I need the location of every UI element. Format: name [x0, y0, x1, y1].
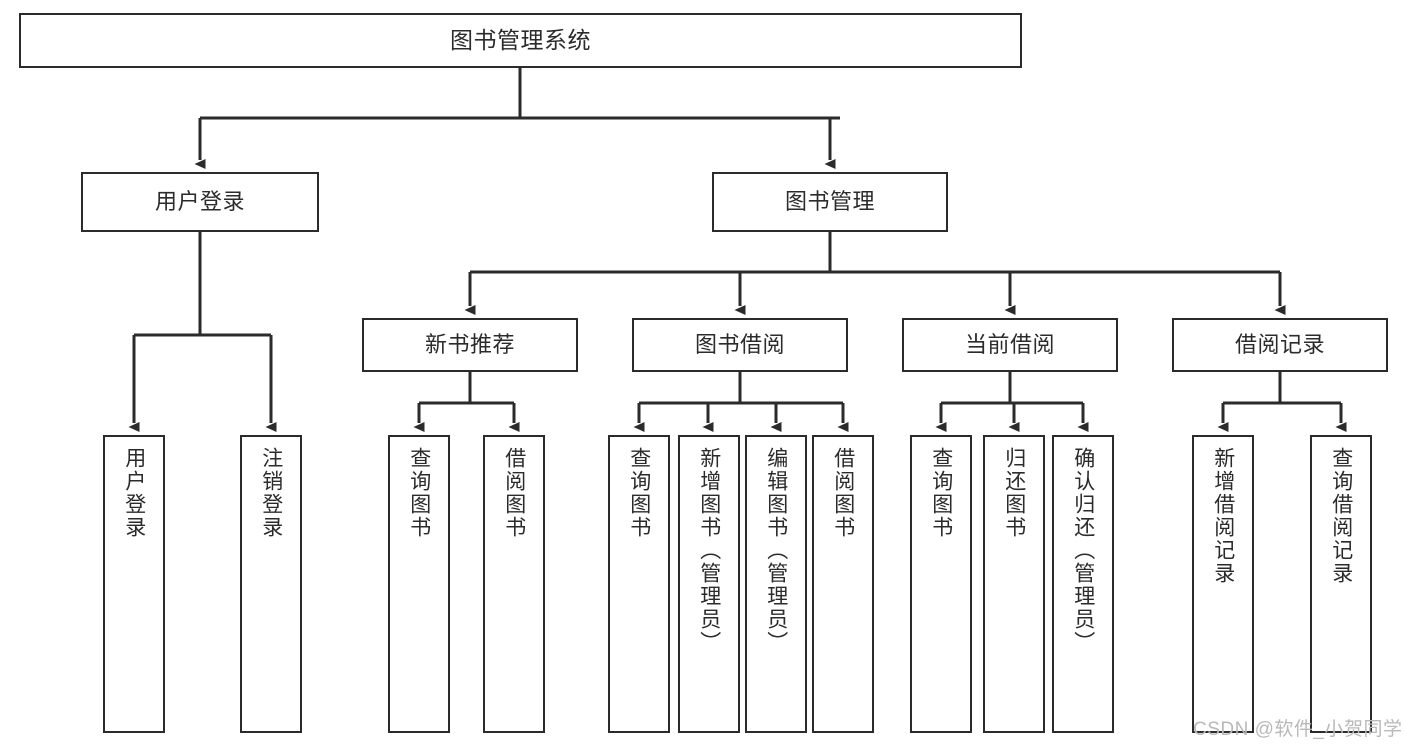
node-leaf-user-login[interactable]: 用户登录	[103, 435, 165, 733]
node-leaf-add-record[interactable]: 新增借阅记录	[1192, 435, 1254, 733]
node-leaf-borrow-book-1[interactable]: 借阅图书	[483, 435, 545, 733]
node-leaf-logout[interactable]: 注销登录	[240, 435, 302, 733]
node-new-book-rec-label: 新书推荐	[424, 332, 515, 358]
node-leaf-borrow-book-1-label: 借阅图书	[502, 447, 526, 539]
node-leaf-borrow-book-2-label: 借阅图书	[831, 447, 855, 539]
node-borrow-record[interactable]: 借阅记录	[1172, 318, 1388, 372]
node-leaf-edit-book-label: 编辑图书（管理员）	[764, 447, 788, 654]
node-leaf-edit-book[interactable]: 编辑图书（管理员）	[745, 435, 807, 733]
node-leaf-query-book-2-label: 查询图书	[627, 447, 651, 539]
node-leaf-query-record-label: 查询借阅记录	[1329, 447, 1353, 585]
node-new-book-rec[interactable]: 新书推荐	[362, 318, 578, 372]
node-user-login-label: 用户登录	[154, 189, 245, 215]
node-leaf-logout-label: 注销登录	[259, 447, 283, 539]
node-leaf-confirm-return[interactable]: 确认归还（管理员）	[1052, 435, 1114, 733]
node-leaf-borrow-book-2[interactable]: 借阅图书	[812, 435, 874, 733]
node-book-manage-label: 图书管理	[784, 189, 875, 215]
node-book-borrow-label: 图书借阅	[694, 332, 785, 358]
node-user-login[interactable]: 用户登录	[81, 172, 319, 232]
node-borrow-record-label: 借阅记录	[1234, 332, 1325, 358]
node-leaf-query-book-3-label: 查询图书	[929, 447, 953, 539]
node-leaf-query-record[interactable]: 查询借阅记录	[1310, 435, 1372, 733]
node-leaf-return-book[interactable]: 归还图书	[983, 435, 1045, 733]
node-book-borrow[interactable]: 图书借阅	[632, 318, 848, 372]
node-leaf-query-book-1[interactable]: 查询图书	[388, 435, 450, 733]
node-root[interactable]: 图书管理系统	[19, 13, 1022, 68]
node-leaf-add-book-label: 新增图书（管理员）	[697, 447, 721, 654]
node-leaf-add-record-label: 新增借阅记录	[1211, 447, 1235, 585]
node-leaf-query-book-1-label: 查询图书	[407, 447, 431, 539]
node-current-borrow[interactable]: 当前借阅	[902, 318, 1118, 372]
node-root-label: 图书管理系统	[450, 27, 591, 54]
node-leaf-confirm-return-label: 确认归还（管理员）	[1071, 447, 1095, 654]
csdn-watermark: CSDN @软件_小贺同学	[1193, 719, 1403, 740]
node-leaf-query-book-3[interactable]: 查询图书	[910, 435, 972, 733]
node-book-manage[interactable]: 图书管理	[712, 172, 948, 232]
node-leaf-return-book-label: 归还图书	[1002, 447, 1026, 539]
node-current-borrow-label: 当前借阅	[964, 332, 1055, 358]
node-leaf-query-book-2[interactable]: 查询图书	[608, 435, 670, 733]
node-leaf-user-login-label: 用户登录	[122, 447, 146, 539]
node-leaf-add-book[interactable]: 新增图书（管理员）	[678, 435, 740, 733]
